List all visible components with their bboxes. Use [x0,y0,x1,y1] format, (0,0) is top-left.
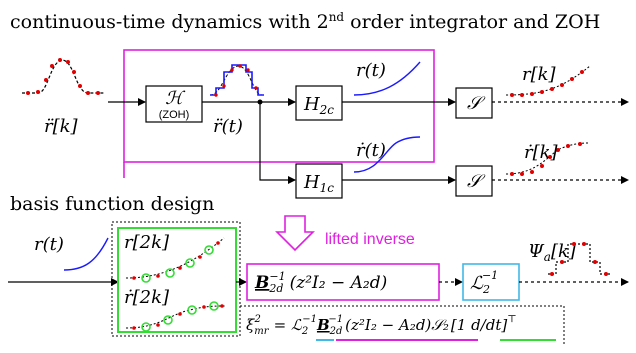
svg-text:H1c: H1c [303,172,334,195]
signal-rdot-k: ṙ[k] [524,142,559,163]
rdot-k-plot [505,142,591,176]
signal-rddot-k: r̈[k] [44,116,79,137]
svg-text:H2c: H2c [303,94,334,117]
zoh-block: ℋ (ZOH) [145,85,203,123]
rdot-t-curve-upper [353,136,421,173]
heading-bottom: basis function design [10,193,214,215]
l2-inverse-block: ℒ2−1 [462,263,520,301]
signal-psi: Ψa[k] [528,241,577,264]
zoh-label: (ZOH) [159,109,190,121]
signal-r-t-lower: r(t) [34,234,64,255]
signal-r-t-upper: r(t) [356,60,386,81]
zoh-staircase-plot [209,64,264,97]
lifted-inverse-block: B2d−1(z²I₂ − A₂d) [246,263,440,301]
signal-rdot-2k: ṙ[2k] [124,287,170,308]
sampler-1: 𝒮 [455,87,493,119]
formula: ξmr2 = ℒ2−1B2d−1(z²I₂ − A₂d)𝒮₂[1 d/dt]⊤ [246,314,517,337]
svg-text:B2d−1(z²I₂ − A₂d): B2d−1(z²I₂ − A₂d) [254,270,387,295]
input-bump-plot [22,58,104,95]
lifting-frame [111,221,241,337]
h2c-symbol: H [303,94,320,115]
lifted-inverse-arrow [275,215,315,252]
zoh-symbol: ℋ [165,88,186,109]
r-k-plot [505,65,591,97]
r-t-curve-upper [353,61,421,96]
signal-rdot-t-upper: ṙ(t) [356,140,386,161]
sampler-2: 𝒮 [455,165,493,197]
plant-frame [123,49,435,163]
r-t-curve-lower [63,237,109,271]
heading-top: continuous-time dynamics with 2nd order … [10,10,600,33]
lifted-inverse-label: lifted inverse [325,231,415,248]
signal-r-2k: r[2k] [124,232,170,253]
h1c-sub: 1c [320,181,335,195]
h1c-symbol: H [303,172,320,193]
formula-frame [240,305,565,346]
h1c-block: H1c [295,163,343,199]
r-2k-points [125,237,225,283]
signal-rddot-t: r̈(t) [213,116,243,137]
rdot-2k-points [125,301,227,332]
h2c-block: H2c [295,85,343,121]
psi-staircase-plot [548,242,612,276]
h2c-sub: 2c [319,103,335,117]
signal-r-k: r[k] [522,64,557,85]
svg-text:ℒ2−1: ℒ2−1 [470,269,498,296]
lifted-signal-box [117,227,237,333]
